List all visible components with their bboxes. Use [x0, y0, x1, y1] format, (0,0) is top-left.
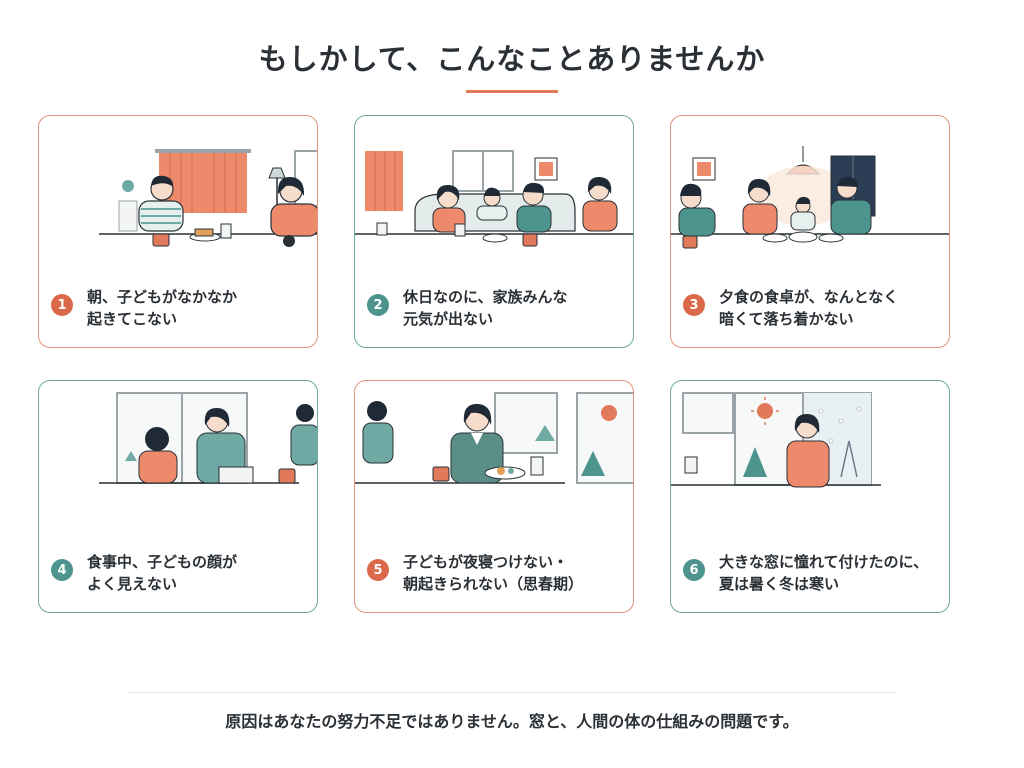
caption-line-2: 暗くて落ち着かない [719, 310, 854, 328]
illustration-morning-child-sleepy [99, 149, 317, 247]
number-badge: 4 [51, 559, 73, 581]
illustration-sleepy-teen-breakfast [355, 392, 633, 484]
caption-line-1: 夕食の食卓が、なんとなく [719, 288, 899, 306]
illustration-family-tired [355, 150, 633, 247]
page-title: もしかして、こんなことありませんか [258, 42, 766, 76]
card-caption: 6 大きな窓に憧れて付けたのに、夏は暑く冬は寒い [683, 551, 939, 595]
number-badge: 5 [367, 559, 389, 581]
card-caption: 4 食事中、子どもの顔がよく見えない [51, 551, 307, 595]
card-caption: 5 子どもが夜寝つけない・朝起きられない（思春期） [367, 551, 623, 595]
illustration-large-window-hot-cold [671, 392, 881, 488]
problem-card-5: 5 子どもが夜寝つけない・朝起きられない（思春期） [354, 380, 634, 613]
problem-card-1: 1 朝、子どもがなかなか起きてこない [38, 115, 318, 348]
title-underline [466, 90, 558, 93]
caption-line-1: 朝、子どもがなかなか [87, 288, 238, 306]
problem-card-2: 2 休日なのに、家族みんな元気が出ない [354, 115, 634, 348]
caption-line-2: 元気が出ない [403, 310, 494, 328]
number-badge: 1 [51, 294, 73, 316]
caption-line-1: 子どもが夜寝つけない・ [403, 553, 569, 571]
card-caption: 2 休日なのに、家族みんな元気が出ない [367, 286, 623, 330]
caption-line-2: よく見えない [87, 575, 178, 593]
problem-card-3: 3 夕食の食卓が、なんとなく暗くて落ち着かない [670, 115, 950, 348]
caption-line-2: 起きてこない [87, 310, 178, 328]
illustration-backlit-child-face [99, 392, 317, 484]
number-badge: 2 [367, 294, 389, 316]
number-badge: 3 [683, 294, 705, 316]
card-caption: 3 夕食の食卓が、なんとなく暗くて落ち着かない [683, 286, 939, 330]
footer-divider [128, 692, 896, 693]
problem-card-4: 4 食事中、子どもの顔がよく見えない [38, 380, 318, 613]
illustration-dark-dinner-table [671, 146, 949, 249]
problem-card-6: 6 大きな窓に憧れて付けたのに、夏は暑く冬は寒い [670, 380, 950, 613]
caption-line-1: 大きな窓に憧れて付けたのに、 [719, 553, 929, 571]
caption-line-1: 食事中、子どもの顔が [87, 553, 238, 571]
number-badge: 6 [683, 559, 705, 581]
caption-line-1: 休日なのに、家族みんな [403, 288, 568, 306]
footer-message: 原因はあなたの努力不足ではありません。窓と、人間の体の仕組みの問題です。 [225, 712, 799, 731]
caption-line-2: 夏は暑く冬は寒い [719, 575, 840, 593]
card-caption: 1 朝、子どもがなかなか起きてこない [51, 286, 307, 330]
caption-line-2: 朝起きられない（思春期） [403, 575, 584, 593]
